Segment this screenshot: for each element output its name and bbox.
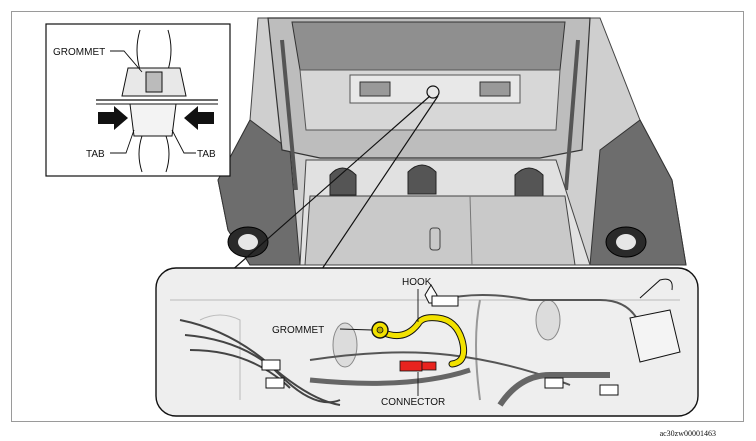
inset-label-tab-right: TAB: [197, 149, 216, 160]
detail-label-hook: HOOK: [402, 277, 432, 288]
inset-label-grommet: GROMMET: [53, 47, 105, 58]
wiring-detail: HOOK GROMMET CONNECTOR: [155, 267, 699, 417]
grommet-inset: GROMMET TAB TAB: [45, 23, 231, 177]
vehicle-rear: [217, 17, 687, 266]
callout-leader-right: [319, 95, 439, 273]
detail-label-connector: CONNECTOR: [381, 397, 445, 408]
figure-code: ac30zw00001463: [659, 429, 716, 438]
callout-leader-left: [229, 95, 431, 273]
inset-label-tab-left: TAB: [86, 149, 105, 160]
detail-label-grommet: GROMMET: [272, 325, 324, 336]
